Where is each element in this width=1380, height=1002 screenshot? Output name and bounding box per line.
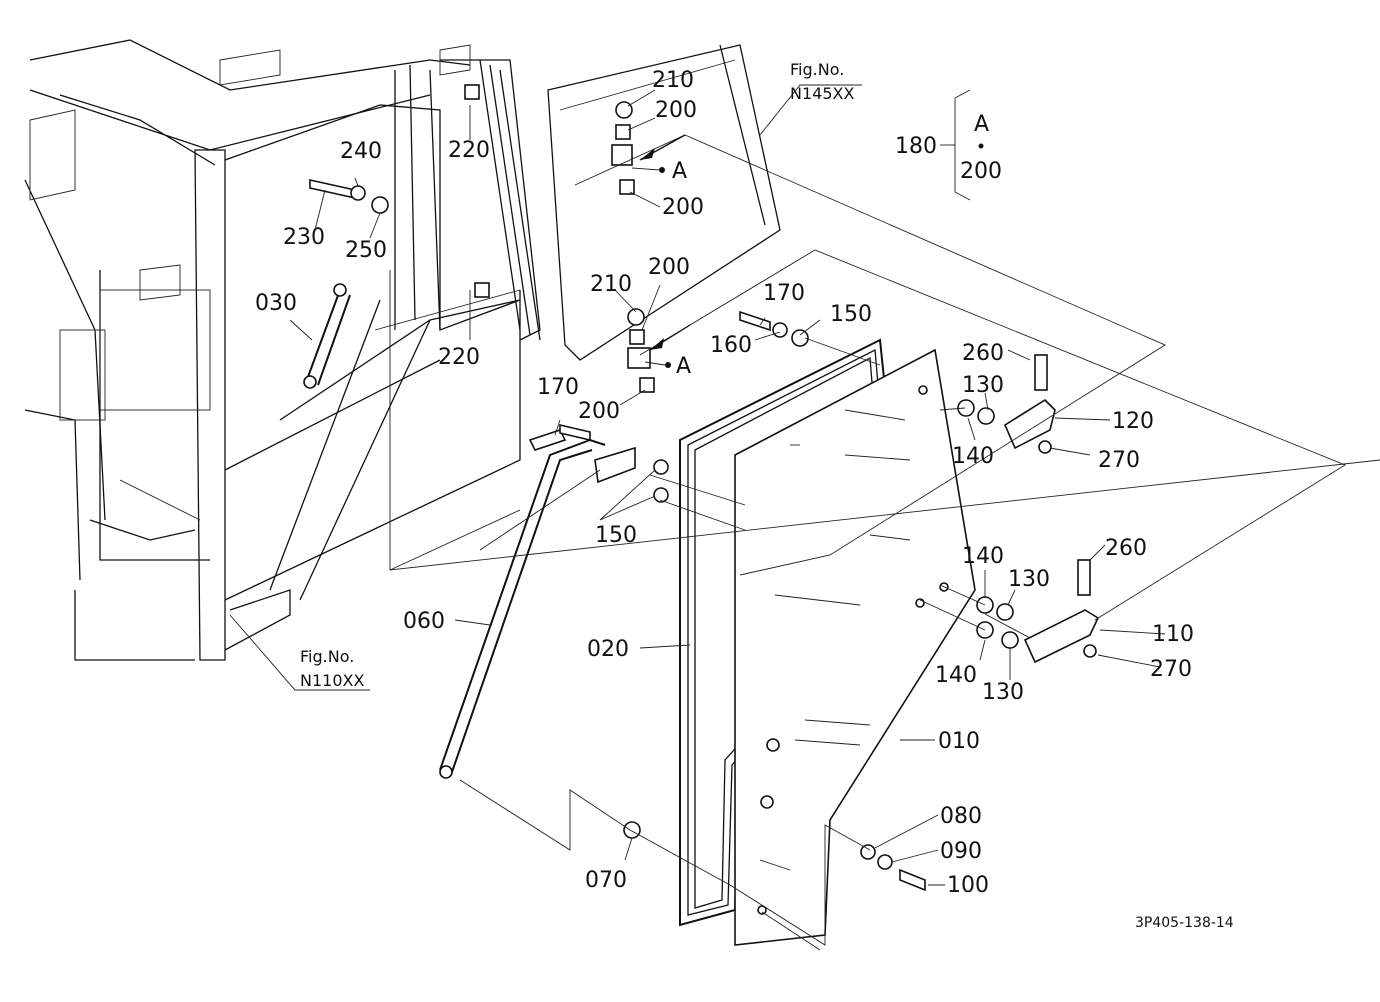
part-label: 200	[960, 159, 1002, 184]
fig-ref-bottom-line2: N110XX	[300, 671, 364, 690]
part-label: 130	[962, 373, 1004, 398]
part-label: A	[676, 354, 691, 379]
part-label: 140	[952, 444, 994, 469]
hinge-parts	[464, 84, 655, 393]
fig-ref-top: Fig.No. N145XX	[790, 60, 854, 103]
gas-strut	[303, 283, 351, 389]
part-label: 200	[648, 255, 690, 280]
fig-ref-bottom-line1: Fig.No.	[300, 647, 354, 666]
part-label: 200	[662, 195, 704, 220]
upper-door-outline	[547, 44, 781, 361]
fasteners	[309, 179, 1097, 892]
part-label: 200	[578, 399, 620, 424]
part-label: 160	[710, 333, 752, 358]
part-label: 210	[590, 272, 632, 297]
part-label: 140	[935, 663, 977, 688]
part-label: 110	[1152, 622, 1194, 647]
part-label: 260	[1105, 536, 1147, 561]
part-label: 270	[1150, 657, 1192, 682]
part-label: 210	[652, 68, 694, 93]
fig-ref-top-line2: N145XX	[790, 84, 854, 103]
part-label: 220	[448, 138, 490, 163]
part-label: 220	[438, 345, 480, 370]
part-label: 070	[585, 868, 627, 893]
part-label: 080	[940, 804, 982, 829]
part-label: 170	[763, 281, 805, 306]
part-label: 200	[655, 98, 697, 123]
part-label: 060	[403, 609, 445, 634]
part-label: 150	[830, 302, 872, 327]
part-label: 260	[962, 341, 1004, 366]
part-label: A	[672, 159, 687, 184]
part-label: 130	[1008, 567, 1050, 592]
detail-arrows	[631, 134, 984, 368]
fig-ref-bottom: Fig.No. N110XX	[300, 647, 364, 690]
part-label: 010	[938, 729, 980, 754]
part-label: A	[974, 112, 989, 137]
part-label: 270	[1098, 448, 1140, 473]
latch-handles	[1003, 398, 1100, 664]
part-label: 180	[895, 134, 937, 159]
part-labels: 210 200 A 200 220 240 230 250 030 220 21…	[255, 68, 1194, 898]
part-label: 170	[537, 375, 579, 400]
part-label: 120	[1112, 409, 1154, 434]
part-label: 230	[283, 225, 325, 250]
part-label: 090	[940, 839, 982, 864]
part-label: 130	[982, 680, 1024, 705]
part-label: 020	[587, 637, 629, 662]
drawing-code: 3P405-138-14	[1135, 915, 1234, 931]
part-label: 240	[340, 139, 382, 164]
part-label: 100	[947, 873, 989, 898]
fig-ref-top-line1: Fig.No.	[790, 60, 844, 79]
door-glass	[734, 348, 976, 946]
part-label: 030	[255, 291, 297, 316]
part-label: 150	[595, 523, 637, 548]
cab-frame	[24, 39, 541, 661]
part-label: 140	[962, 544, 1004, 569]
part-label: 250	[345, 238, 387, 263]
leader-lines	[229, 84, 1380, 951]
handle-bar	[439, 438, 669, 779]
